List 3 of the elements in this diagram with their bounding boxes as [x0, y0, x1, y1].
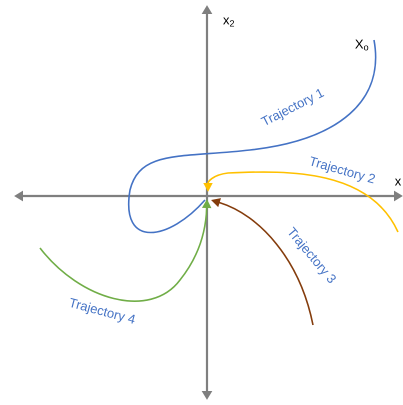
axis-label: x$_{2}$ — [223, 17, 234, 27]
point-label: X$_{o}$ — [355, 40, 368, 50]
axis-label: x — [394, 178, 402, 186]
